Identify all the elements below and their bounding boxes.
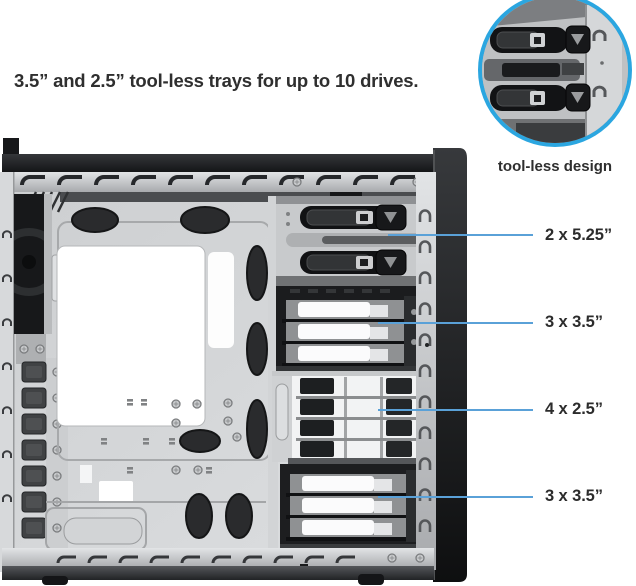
callout-line-35-top (378, 322, 533, 324)
cable-grommets (71, 206, 268, 539)
mobo-cutout (56, 245, 206, 427)
label-4x25: 4 x 2.5” (545, 400, 603, 418)
bottom-rail (2, 548, 434, 585)
case-top-trim (2, 138, 438, 172)
latch-closeup-bottom (490, 83, 591, 112)
cage-3-5-top (276, 286, 426, 371)
callout-line-525 (388, 234, 533, 236)
label-3x35-bottom: 3 x 3.5” (545, 487, 603, 505)
rear-panel-edge (0, 172, 15, 572)
callout-line-35-bottom (378, 496, 533, 498)
bay-5-25 (268, 196, 430, 570)
callout-line-25 (378, 409, 533, 411)
toolless-latch-2 (299, 249, 407, 276)
pc-case-interior-figure (0, 138, 467, 585)
label-2x525: 2 x 5.25” (545, 226, 612, 244)
latch-closeup-top (490, 25, 591, 54)
case-foot-right (358, 574, 384, 585)
case-front-panel (433, 148, 467, 582)
toolless-zoom-inset (478, 0, 632, 147)
motherboard-tray (45, 221, 271, 551)
front-rail (416, 172, 436, 570)
exhaust-fan (14, 194, 67, 364)
case-top-rail (2, 172, 434, 192)
feature-heading: 3.5” and 2.5” tool-less trays for up to … (14, 70, 419, 91)
label-3x35-top: 3 x 3.5” (545, 313, 603, 331)
toolless-latch-1 (299, 204, 407, 231)
cage-3-5-bottom (280, 464, 428, 549)
case-foot-left (42, 576, 68, 585)
inset-caption: tool-less design (497, 158, 613, 175)
toolless-latch-closeup (482, 0, 628, 143)
cage-2-5 (272, 376, 426, 464)
